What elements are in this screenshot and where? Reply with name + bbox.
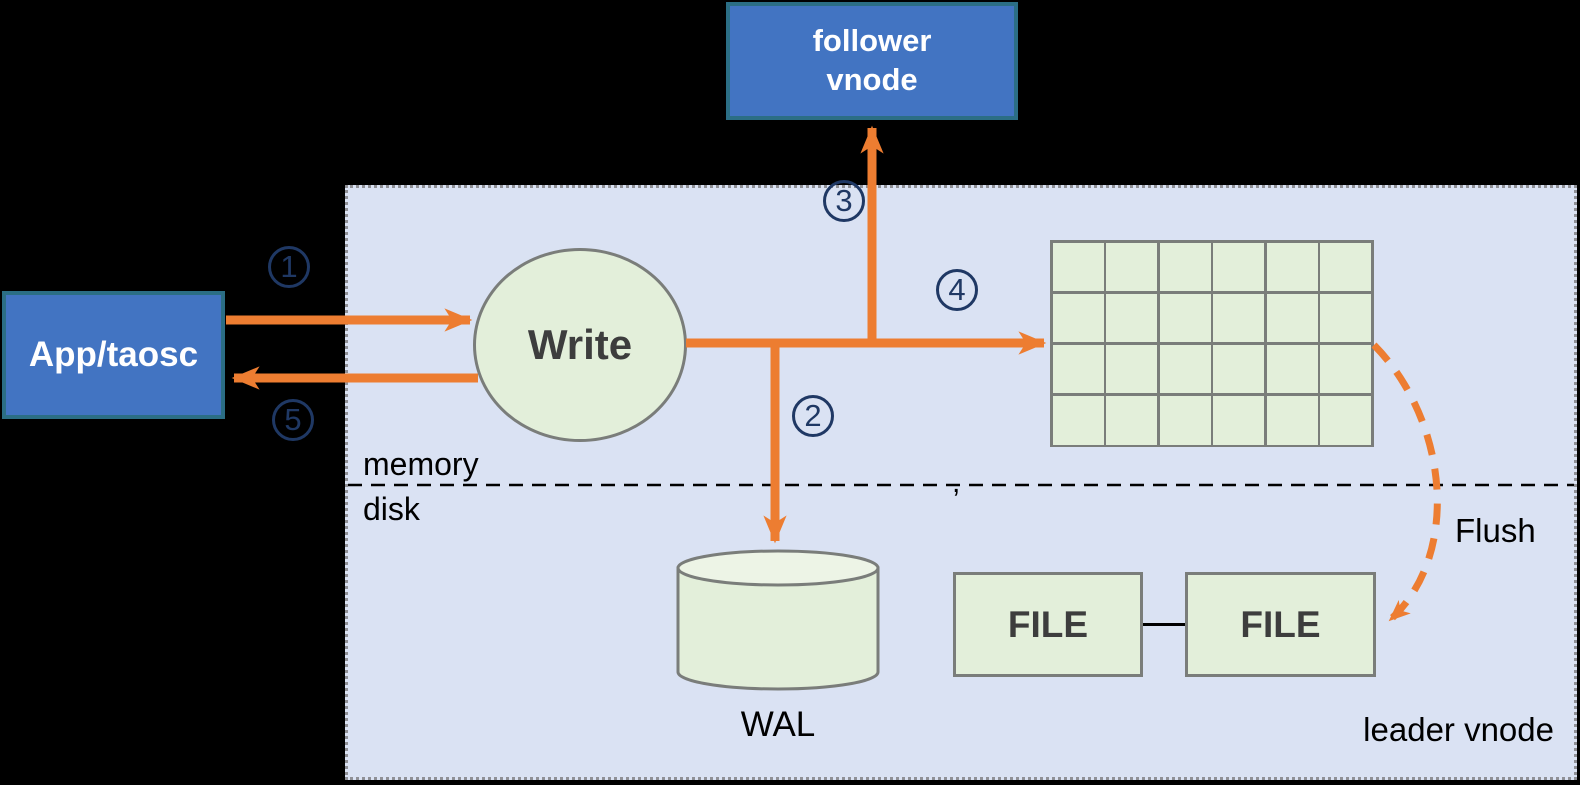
mem-table xyxy=(1050,240,1374,447)
step-badge-3: 3 xyxy=(823,180,865,222)
mem-table-cell xyxy=(1213,344,1265,394)
mem-table-cell xyxy=(1052,395,1104,445)
mem-table-cell xyxy=(1266,395,1318,445)
app-taosc-label: App/taosc xyxy=(28,335,199,374)
follower-vnode-node: follower vnode xyxy=(726,2,1018,120)
mem-table-cell xyxy=(1106,242,1158,292)
file-node-1: FILE xyxy=(953,572,1143,677)
step-badge-5: 5 xyxy=(272,399,314,441)
wal-cylinder xyxy=(676,549,880,691)
step-number: 1 xyxy=(280,249,298,284)
step-badge-4: 4 xyxy=(936,269,978,311)
mem-table-cell xyxy=(1159,242,1211,292)
file-connector-line xyxy=(1143,623,1185,626)
mem-table-cell xyxy=(1159,344,1211,394)
step-number: 3 xyxy=(835,183,853,218)
write-node: Write xyxy=(473,248,687,442)
follower-vnode-label: follower vnode xyxy=(812,23,932,97)
mem-table-cell xyxy=(1320,293,1372,343)
wal-label: WAL xyxy=(740,705,816,744)
leader-vnode-label: leader vnode xyxy=(1363,711,1554,748)
mem-table-cell xyxy=(1320,242,1372,292)
file-node-2: FILE xyxy=(1185,572,1376,677)
stray-comma-mark: , xyxy=(952,466,961,499)
mem-table-cell xyxy=(1266,293,1318,343)
mem-table-cell xyxy=(1213,242,1265,292)
disk-label: disk xyxy=(363,491,420,527)
step-badge-2: 2 xyxy=(792,395,834,437)
write-label: Write xyxy=(527,321,633,368)
mem-table-cell xyxy=(1106,344,1158,394)
mem-table-cell xyxy=(1266,242,1318,292)
mem-table-cell xyxy=(1213,293,1265,343)
mem-table-cell xyxy=(1213,395,1265,445)
file-label: FILE xyxy=(1240,603,1321,645)
step-number: 4 xyxy=(948,272,966,307)
mem-table-cell xyxy=(1320,344,1372,394)
mem-table-cell xyxy=(1266,344,1318,394)
step-number: 5 xyxy=(284,402,302,437)
mem-table-cell xyxy=(1320,395,1372,445)
mem-table-cell xyxy=(1159,293,1211,343)
memory-label: memory xyxy=(363,446,479,482)
wal-cylinder-body xyxy=(676,566,880,691)
app-taosc-node: App/taosc xyxy=(2,291,225,419)
mem-table-cell xyxy=(1106,395,1158,445)
mem-table-cell xyxy=(1052,293,1104,343)
file-label: FILE xyxy=(1007,603,1089,645)
step-badge-1: 1 xyxy=(268,246,310,288)
wal-cylinder-top xyxy=(676,549,880,587)
mem-table-cell xyxy=(1159,395,1211,445)
mem-table-cell xyxy=(1106,293,1158,343)
mem-table-cell xyxy=(1052,344,1104,394)
step-number: 2 xyxy=(804,398,822,433)
mem-table-cell xyxy=(1052,242,1104,292)
flush-label: Flush xyxy=(1455,512,1536,549)
